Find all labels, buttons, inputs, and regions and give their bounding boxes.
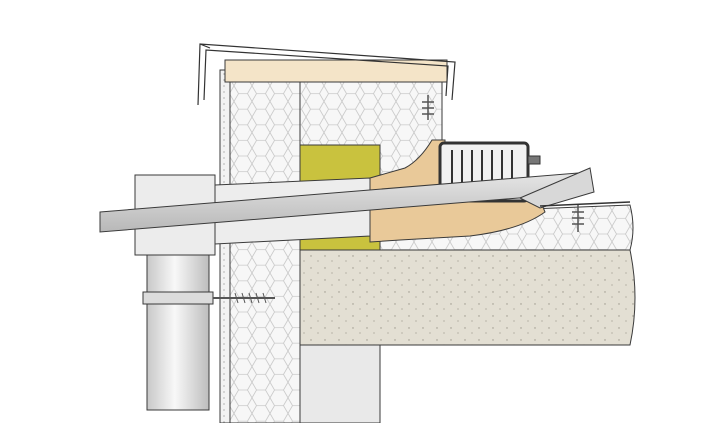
- insulation-screw: [422, 95, 584, 232]
- pipe-clamp: [142, 291, 214, 305]
- metal-coping: [197, 43, 456, 106]
- roof-membrane: [539, 201, 631, 207]
- concrete-slab: [299, 249, 636, 346]
- downpipe: [146, 254, 210, 411]
- anchor-screw-thread: [234, 292, 267, 304]
- wood-board: [224, 59, 448, 83]
- spout-funnel: [518, 167, 595, 209]
- concrete-column: [299, 344, 381, 423]
- render-layer: [219, 69, 231, 423]
- wall-insulation: [229, 79, 301, 423]
